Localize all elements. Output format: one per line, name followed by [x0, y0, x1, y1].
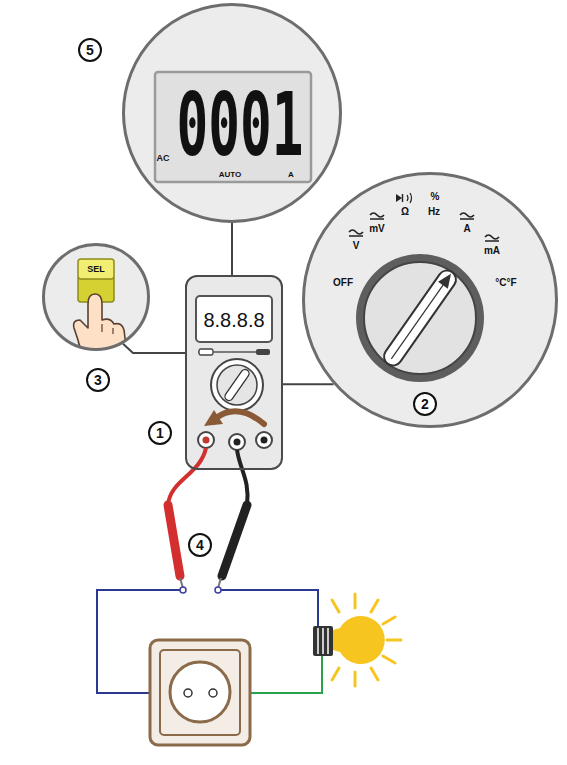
lcd-panel [155, 72, 311, 182]
current-reading: 0001 [176, 81, 303, 169]
meter-dial-pointer [223, 368, 250, 402]
multimeter-body: 8.8.8.8 [185, 275, 283, 470]
dial-label: Hz [428, 207, 440, 217]
ac-dc-symbols [349, 213, 499, 241]
leader-line [123, 344, 185, 353]
jack [198, 432, 214, 448]
dial-label: mA [484, 246, 500, 256]
base-ridges [318, 628, 328, 654]
dial-label: % [431, 192, 440, 202]
jack [256, 432, 272, 448]
dial-face [364, 262, 476, 374]
circuit [97, 587, 401, 745]
dial-zoom [305, 175, 555, 425]
contact-point [180, 587, 186, 593]
mode-indicator: AC [157, 154, 170, 163]
dial-label: °C°F [495, 278, 516, 288]
black-lead [237, 450, 248, 505]
dial-label: Ω [401, 207, 409, 217]
leader-path [283, 383, 334, 385]
light-bulb [313, 594, 401, 686]
display-digits: 8.8.8.8 [203, 310, 264, 330]
range-indicator: AUTO [219, 171, 242, 179]
meter-dial-face [217, 365, 257, 405]
jack-hole [234, 439, 241, 446]
rotate-arrow [216, 411, 264, 424]
dial-ring [356, 254, 484, 382]
display-zoom [124, 5, 340, 221]
meter-dial [211, 359, 263, 411]
dial-label: V [353, 241, 360, 251]
leader-path [231, 223, 233, 275]
callout-number: 3 [86, 368, 110, 392]
callout-number: 5 [78, 38, 102, 62]
jack-hole [261, 437, 268, 444]
button-label: SEL [87, 265, 105, 274]
finger-lines [102, 324, 113, 334]
socket-plate [160, 650, 240, 735]
socket-face [170, 662, 230, 722]
callout-number: 2 [413, 392, 437, 416]
dial-label: OFF [333, 278, 353, 288]
red-probe [168, 505, 180, 576]
zoom-fill [124, 5, 340, 221]
wall-socket [150, 640, 250, 745]
pointer-line [391, 284, 444, 359]
pointer-arrow [438, 270, 456, 288]
meter-display [196, 296, 272, 342]
display-zoom-circle: AC 0001AUTO A [122, 3, 342, 223]
leader-path [123, 344, 185, 353]
zoom-fill [305, 175, 555, 425]
multimeter [186, 276, 282, 469]
leader-line [283, 384, 334, 385]
bulb-glass [333, 616, 385, 664]
meter-button [256, 349, 270, 355]
jack [229, 434, 245, 450]
red-lead [168, 448, 206, 505]
meter-fill [186, 276, 282, 469]
jack-hole [203, 437, 210, 444]
meter-button [199, 349, 213, 355]
contact-point [215, 587, 221, 593]
wire [218, 590, 318, 628]
callout-number: 1 [148, 421, 172, 445]
unit-indicator: A [288, 171, 294, 179]
button-zoom-circle: SEL [42, 243, 150, 351]
sel-button [74, 259, 126, 360]
dial-label: A [463, 224, 470, 234]
leader-line [232, 223, 233, 275]
socket-hole [209, 689, 217, 697]
black-probe [222, 505, 247, 576]
socket-hole [184, 689, 192, 697]
callout-number: 4 [188, 533, 212, 557]
dial-zoom-circle: OFF VmV Ω% HzAmA °C°F [302, 172, 558, 428]
dial-label: mV [369, 224, 385, 234]
bulb-base [313, 626, 333, 656]
continuity-symbols [396, 193, 412, 203]
dial-pointer [381, 267, 460, 369]
button-zoom [44, 245, 148, 360]
pointer-bar [381, 267, 460, 369]
rotate-arrow-head [204, 410, 223, 426]
button-top [78, 259, 114, 279]
light-rays [332, 594, 401, 686]
